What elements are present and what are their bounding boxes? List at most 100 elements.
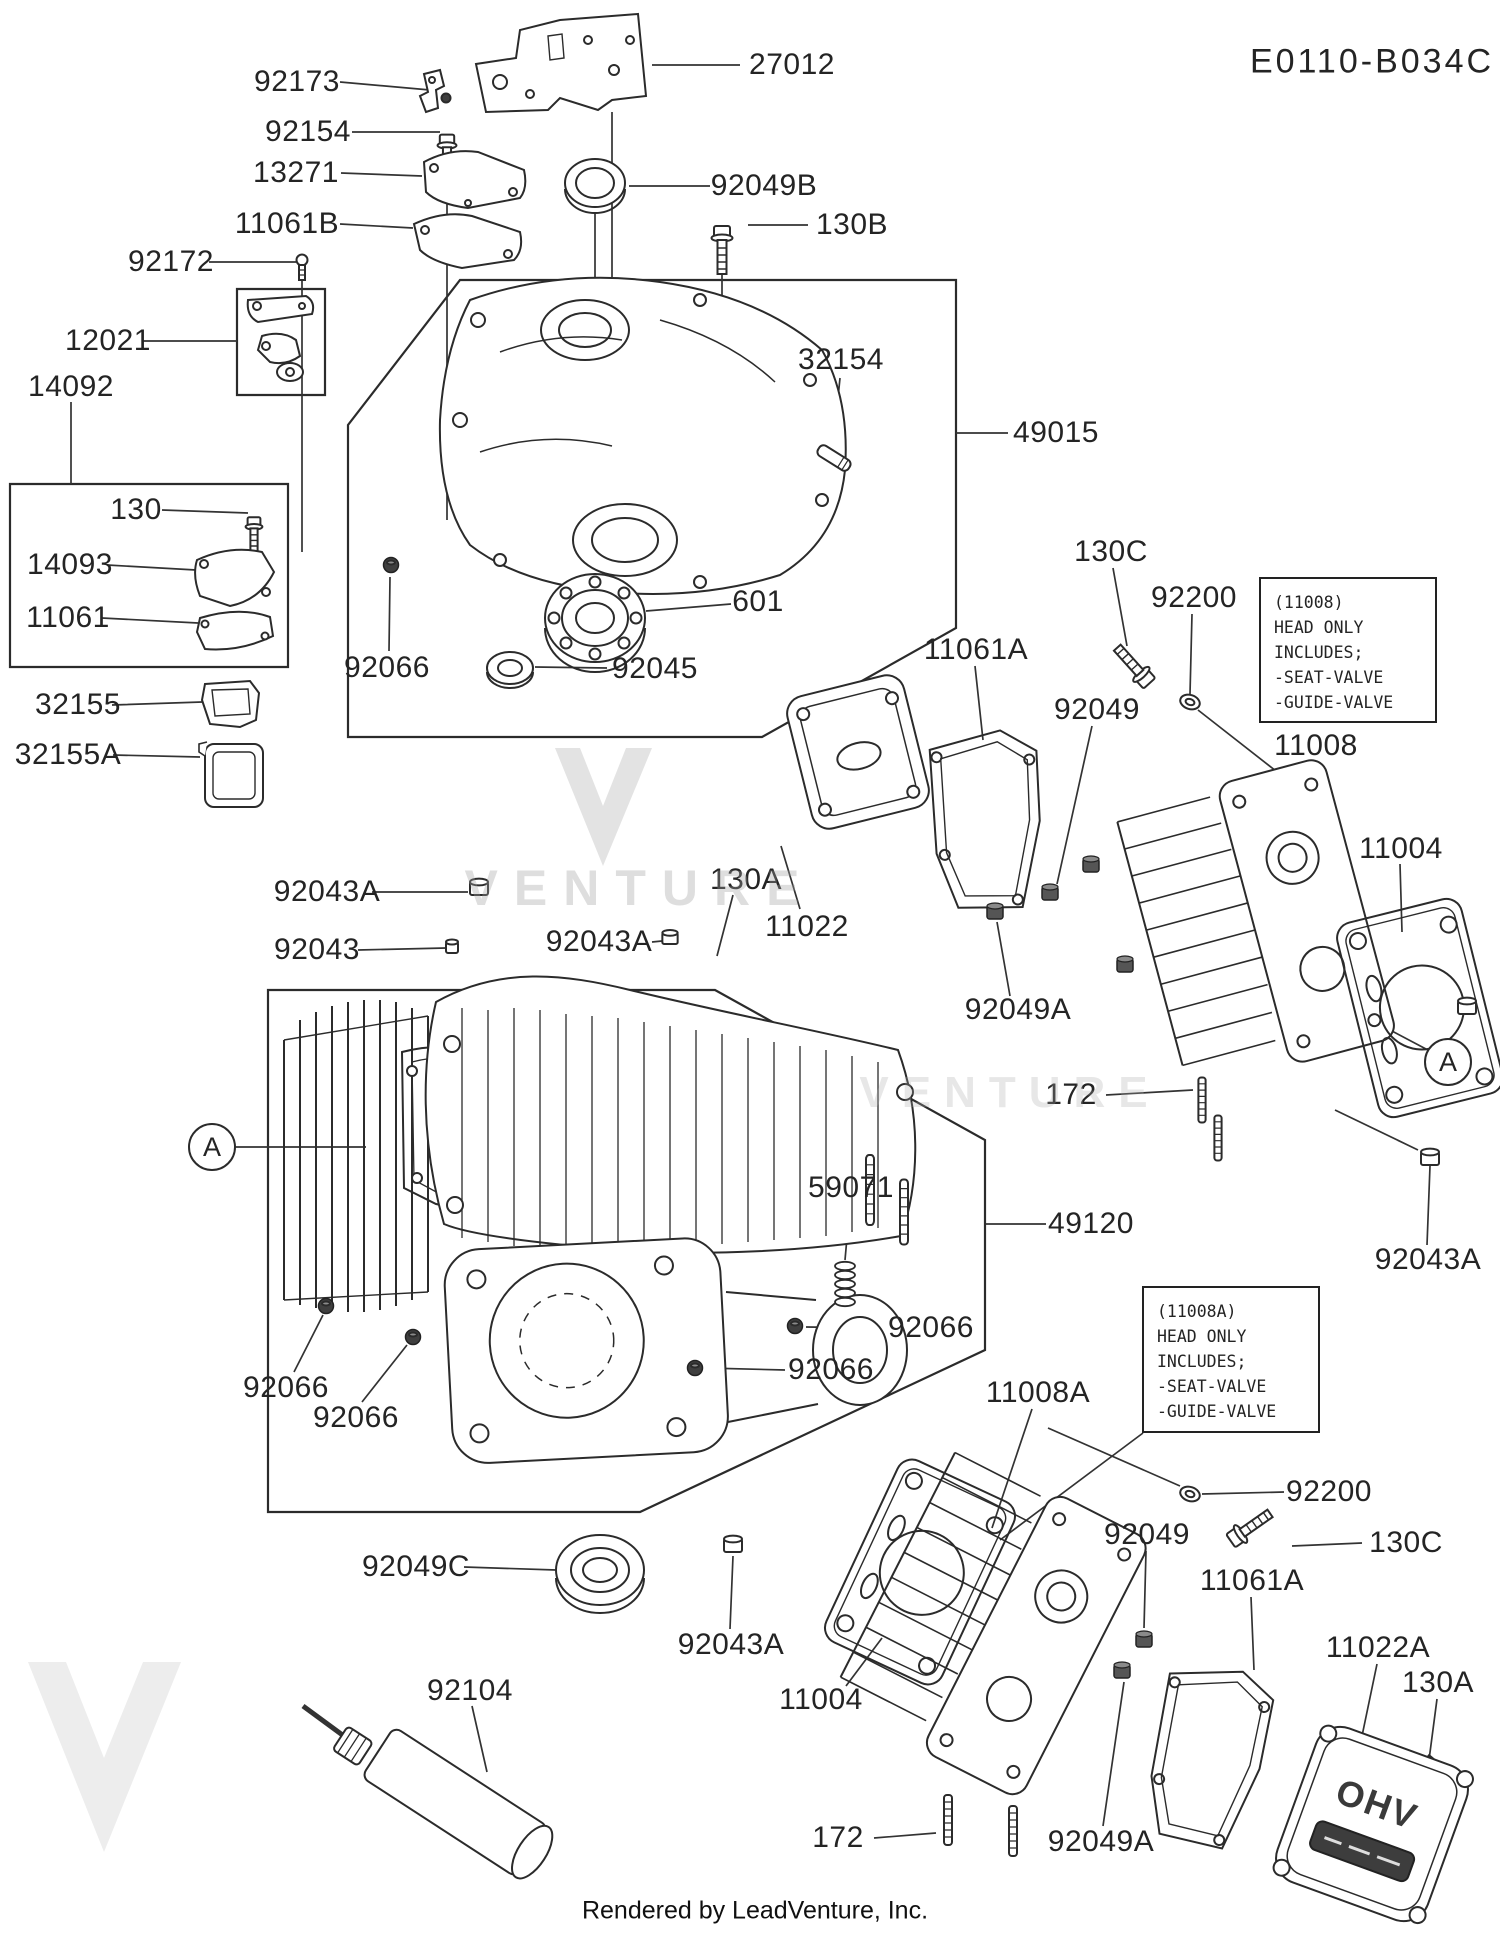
part-callout: 11022 bbox=[765, 910, 849, 943]
assembly-group-boxes bbox=[10, 280, 985, 1512]
part-callout: 32154 bbox=[798, 343, 884, 376]
part-callout: 92043A bbox=[1374, 1243, 1482, 1276]
note-line: (11008) bbox=[1274, 593, 1344, 612]
breather-59071-drawing bbox=[834, 1260, 856, 1308]
retainer-32155-drawing bbox=[202, 681, 259, 727]
washer-92200-drawing bbox=[1177, 691, 1203, 713]
part-callout: 92049 bbox=[1104, 1518, 1190, 1551]
screw-92172-drawing bbox=[297, 255, 308, 281]
part-callout: 92066 bbox=[788, 1353, 874, 1386]
cylinder-head-11008-drawing bbox=[1113, 755, 1399, 1094]
part-callout: 92043A bbox=[677, 1628, 785, 1661]
note-box-11008: (11008) HEAD ONLY INCLUDES; -SEAT-VALVE … bbox=[1259, 577, 1437, 723]
part-callout: 11008 bbox=[1274, 729, 1358, 762]
part-callout: 49120 bbox=[1048, 1207, 1134, 1240]
part-callout: 11061A bbox=[923, 633, 1029, 666]
note-line: (11008A) bbox=[1157, 1302, 1237, 1321]
note-line: HEAD ONLY bbox=[1157, 1327, 1247, 1346]
part-callout: 11022A bbox=[1325, 1631, 1431, 1664]
sealant-tube-92104-drawing bbox=[303, 1706, 560, 1885]
part-callout: 32155A bbox=[14, 738, 122, 771]
part-callout: 130A bbox=[709, 863, 783, 896]
part-callout: 130B bbox=[815, 208, 889, 241]
part-callout: 130C bbox=[1074, 535, 1148, 568]
part-callout: 92200 bbox=[1286, 1475, 1372, 1508]
part-callout: 92066 bbox=[313, 1401, 399, 1434]
note-line: HEAD ONLY bbox=[1274, 618, 1364, 637]
part-callout: 92049B bbox=[710, 169, 818, 202]
part-callout: 11004 bbox=[779, 1683, 863, 1716]
gasket-11061A-drawing bbox=[923, 725, 1054, 917]
part-callout: 14092 bbox=[28, 370, 114, 403]
part-callout: 130A bbox=[1401, 1666, 1475, 1699]
part-callout: 92173 bbox=[254, 65, 340, 98]
part-callout: 92154 bbox=[265, 115, 351, 148]
part-callout: 11061B bbox=[234, 207, 340, 240]
bearing-601-drawing bbox=[545, 574, 645, 672]
part-callout: 32155 bbox=[35, 688, 121, 721]
part-callout: 172 bbox=[812, 1821, 864, 1854]
part-callout: 92066 bbox=[243, 1371, 329, 1404]
note-line: -SEAT-VALVE bbox=[1157, 1377, 1267, 1396]
part-callout: 92043A bbox=[273, 875, 381, 908]
note-line: -GUIDE-VALVE bbox=[1157, 1402, 1277, 1421]
seal-92045-drawing bbox=[487, 652, 533, 688]
clamp-92173-drawing bbox=[420, 70, 451, 112]
note-line: INCLUDES; bbox=[1274, 643, 1364, 662]
note-line: INCLUDES; bbox=[1157, 1352, 1247, 1371]
note-line: -GUIDE-VALVE bbox=[1274, 693, 1394, 712]
cup-32155A-drawing bbox=[199, 742, 263, 807]
part-callout: 92172 bbox=[128, 245, 214, 278]
detail-marker-a-left: A bbox=[188, 1123, 236, 1171]
part-callout: 92200 bbox=[1151, 581, 1237, 614]
part-callout: 12021 bbox=[65, 324, 151, 357]
note-box-11008A: (11008A) HEAD ONLY INCLUDES; -SEAT-VALVE… bbox=[1142, 1286, 1320, 1433]
dowel-92043A-drawing bbox=[469, 877, 489, 896]
cylinder-head-11008A-drawing bbox=[826, 1442, 1153, 1801]
part-callout: 92049C bbox=[361, 1550, 471, 1583]
part-callout: 601 bbox=[732, 585, 784, 618]
part-callout: 49015 bbox=[1013, 416, 1099, 449]
part-callout: 92045 bbox=[612, 652, 698, 685]
pin-92043-drawing bbox=[446, 940, 458, 954]
bolt-130B-drawing bbox=[710, 225, 734, 275]
part-callout: 14093 bbox=[27, 548, 113, 581]
bolt-130C-drawing bbox=[1108, 639, 1159, 692]
part-callout: 92066 bbox=[888, 1311, 974, 1344]
gasket-11061A-bottom-drawing bbox=[1141, 1660, 1278, 1854]
part-callout: 11061A bbox=[1199, 1564, 1305, 1597]
part-callout: 11004 bbox=[1359, 832, 1443, 865]
seal-92049C-drawing bbox=[556, 1535, 644, 1613]
plate-14093-drawing bbox=[195, 550, 274, 606]
part-callout: 92049A bbox=[1047, 1825, 1155, 1858]
part-callout: 59071 bbox=[808, 1171, 894, 1204]
flywheel-cover-49015-drawing bbox=[440, 278, 846, 594]
valve-cover-11022A-drawing: OHV bbox=[1269, 1720, 1477, 1930]
gasket-11061B-drawing bbox=[414, 214, 521, 268]
footer-credit: Rendered by LeadVenture, Inc. bbox=[581, 1896, 929, 1925]
note-line: -SEAT-VALVE bbox=[1274, 668, 1384, 687]
seal-92049B-drawing bbox=[565, 159, 625, 213]
crankcase-49120-drawing bbox=[284, 976, 915, 1464]
part-callout: 92043 bbox=[274, 933, 360, 966]
pin-32154-drawing bbox=[816, 443, 853, 472]
diagram-code: E0110-B034C bbox=[1249, 42, 1495, 81]
part-callout: 130C bbox=[1369, 1526, 1443, 1559]
parts-12021-drawing bbox=[248, 296, 313, 381]
part-callout: 11008A bbox=[985, 1376, 1091, 1409]
part-callout: 92043A bbox=[545, 925, 653, 958]
part-callout: 172 bbox=[1045, 1078, 1097, 1111]
part-callout: 13271 bbox=[253, 156, 339, 189]
rocker-cover-11022-drawing bbox=[782, 670, 934, 834]
part-callout: 92049A bbox=[964, 993, 1072, 1026]
nut-92066-drawing bbox=[382, 556, 400, 574]
gasket-11061-drawing bbox=[197, 612, 273, 650]
part-callout: 27012 bbox=[749, 48, 835, 81]
part-callout: 92049 bbox=[1054, 693, 1140, 726]
part-callout: 92066 bbox=[344, 651, 430, 684]
part-callout: 92104 bbox=[427, 1674, 513, 1707]
part-callout: 11061 bbox=[26, 601, 110, 634]
part-callout: 130 bbox=[110, 493, 162, 526]
